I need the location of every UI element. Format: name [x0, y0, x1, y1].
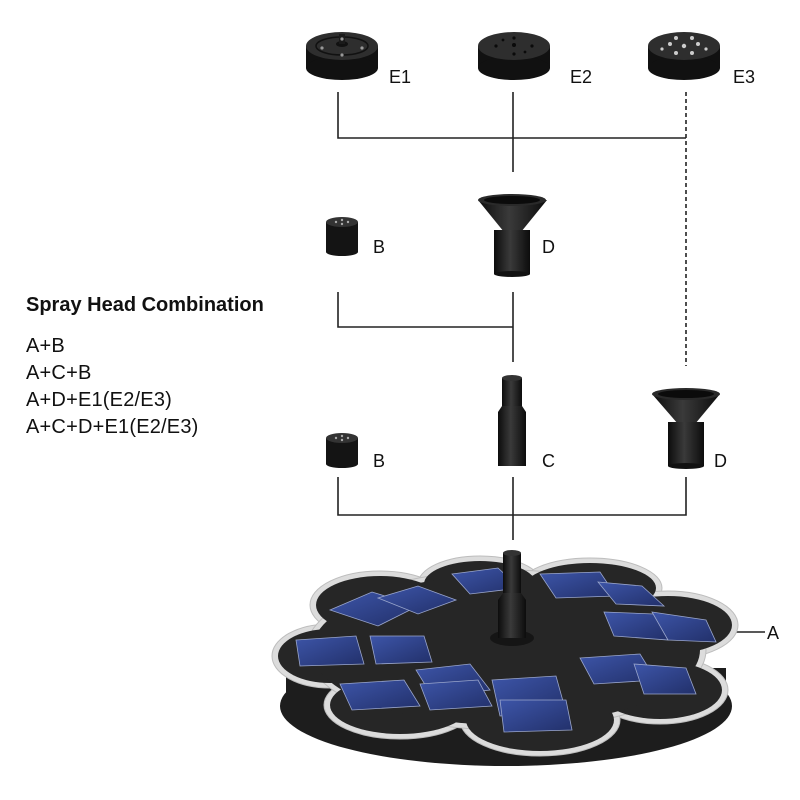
combination-item: A+B — [26, 335, 65, 357]
label-a: A — [767, 623, 780, 643]
solar-fountain-base-a — [271, 550, 739, 766]
label-c: C — [542, 451, 555, 471]
center-nozzle-pipe — [498, 550, 526, 638]
nozzle-e3 — [648, 32, 720, 80]
combination-title: Spray Head Combination — [26, 294, 264, 316]
extension-c — [498, 375, 526, 466]
connector-lines — [337, 92, 765, 633]
nozzle-e2 — [478, 32, 550, 80]
label-d-top: D — [542, 237, 555, 257]
nozzle-b-bottom — [326, 433, 358, 468]
solar-panels — [295, 567, 717, 733]
label-d-bottom: D — [714, 451, 727, 471]
b-d-top-bracket — [337, 292, 513, 328]
combination-item: A+C+D+E1(E2/E3) — [26, 416, 199, 438]
label-e2: E2 — [570, 67, 593, 87]
combination-item: A+C+B — [26, 362, 92, 384]
nozzle-d-bottom — [652, 388, 720, 469]
e-connector-bracket — [337, 92, 686, 139]
label-b-bottom: B — [373, 451, 386, 471]
label-b-top: B — [373, 237, 386, 257]
label-e1: E1 — [389, 67, 412, 87]
combination-list: A+B A+C+B A+D+E1(E2/E3) A+C+D+E1(E2/E3) — [26, 333, 199, 441]
combination-item: A+D+E1(E2/E3) — [26, 389, 173, 411]
label-e3: E3 — [733, 67, 756, 87]
nozzle-b-top — [326, 217, 358, 256]
bottom-bracket — [337, 477, 687, 516]
nozzle-e1 — [306, 32, 378, 80]
nozzle-d-top — [478, 194, 547, 277]
